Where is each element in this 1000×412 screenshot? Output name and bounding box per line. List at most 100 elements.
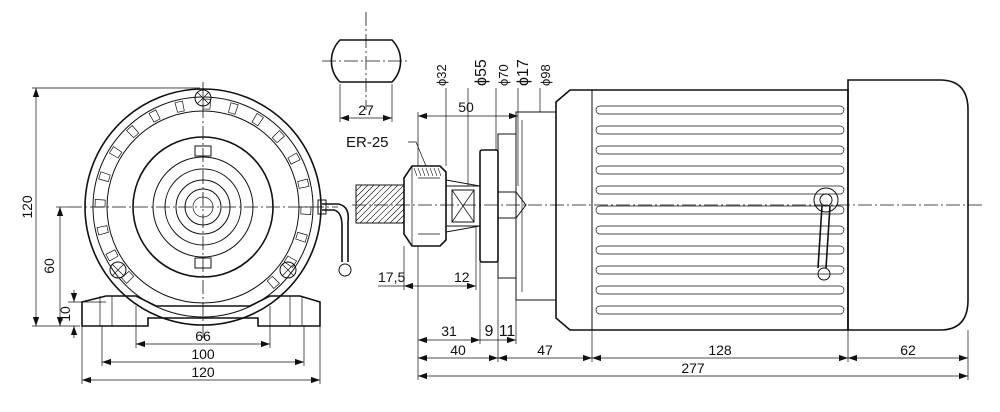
hatch-line — [355, 184, 375, 204]
fin-slot — [283, 255, 297, 268]
fin-slot — [109, 146, 123, 159]
fin-slot — [120, 270, 135, 284]
dim-length-row: 40 47 128 62 — [418, 330, 969, 380]
hatch-line — [383, 202, 405, 224]
side-view: ϕ32 ϕ55 ϕ70 ϕ17 ϕ98 ER-25 50 17,5 12 — [346, 59, 982, 380]
bearing-flange — [479, 149, 499, 263]
fin-slot — [105, 249, 119, 262]
body-fin — [595, 245, 845, 255]
fin-slot — [126, 124, 140, 139]
side-cable — [817, 205, 831, 269]
knurl-line — [429, 167, 434, 177]
mounting-screw-right — [279, 261, 297, 279]
hatch-line — [365, 184, 405, 224]
dim-foot-span-text: 100 — [191, 346, 215, 362]
dim-hole-spacing-text: 66 — [195, 328, 211, 344]
body-fin — [595, 165, 845, 175]
knurl-line — [413, 167, 418, 177]
knurl-line — [433, 167, 438, 177]
dim-foot-span: 100 — [101, 326, 305, 366]
power-cable — [322, 203, 350, 262]
diameter-17: ϕ17 — [515, 59, 532, 86]
dim-9-text: 9 — [485, 323, 494, 340]
flange-slot-top — [194, 145, 212, 157]
diameter-98: ϕ98 — [538, 64, 553, 86]
fin-slot — [251, 113, 264, 127]
motor-feet-base — [81, 295, 321, 327]
fin-slot — [96, 225, 109, 236]
diameter-70: ϕ70 — [496, 64, 511, 86]
collet-label: ER-25 — [346, 134, 389, 151]
fin-slot — [271, 130, 286, 144]
body-fin — [595, 125, 845, 135]
diameter-55: ϕ55 — [473, 59, 490, 86]
dim-40-text: 40 — [450, 342, 466, 358]
bearing-cap-circle — [152, 156, 254, 258]
fan-cover — [847, 79, 969, 331]
body-fin — [595, 105, 845, 115]
mounting-screw-top — [194, 89, 212, 107]
collet-leader: ER-25 — [346, 134, 427, 167]
dim-62-text: 62 — [900, 342, 916, 358]
fin-slot — [148, 109, 161, 123]
cable-entry — [813, 187, 839, 213]
hatch-line — [355, 184, 363, 192]
shaft-hole-circle — [192, 196, 214, 218]
dim-base-width: 120 — [81, 326, 321, 384]
dim-shaft-height: 60 — [41, 206, 68, 326]
dim-flat-width-text: 27 — [358, 102, 374, 118]
hatch-line — [377, 196, 405, 224]
bore-circle — [184, 188, 222, 226]
body-fin — [595, 205, 845, 215]
dim-11-text: 11 — [499, 323, 516, 340]
knurl-line — [417, 167, 422, 177]
side-cable-terminal — [817, 267, 831, 281]
body-fin — [595, 305, 845, 315]
hatch-line — [389, 208, 405, 224]
fin-slot — [287, 152, 301, 165]
fin-slot — [98, 171, 111, 183]
hatch-line — [395, 214, 405, 224]
tool-shank-hatch — [355, 184, 405, 224]
dim-overall-height-text: 120 — [19, 195, 35, 219]
hatch-line — [359, 184, 399, 224]
fin-slot — [94, 199, 106, 208]
body-fin — [595, 265, 845, 275]
end-shield-ring — [497, 133, 517, 279]
dim-nose-offset-text: 17,5 — [378, 269, 405, 285]
wrench-flat — [451, 189, 475, 223]
dim-31-text: 31 — [441, 323, 457, 339]
dim-shaft-height-text: 60 — [41, 258, 57, 274]
fin-slot — [227, 102, 239, 115]
fin-slot — [297, 178, 310, 189]
dim-flange-row: 31 9 11 — [417, 246, 517, 380]
diameter-32: ϕ32 — [434, 64, 449, 86]
body-fin — [595, 185, 845, 195]
flange-circle — [132, 136, 274, 278]
housing-rim-circle — [92, 96, 314, 318]
front-view: 120 60 10 66 100 120 — [19, 82, 352, 384]
collet-circle — [175, 179, 231, 235]
flange-slot-bottom — [194, 257, 212, 269]
fin-slot — [202, 98, 211, 110]
dim-base-width-text: 120 — [191, 364, 215, 380]
fin-slot — [295, 231, 308, 243]
fin-slot — [300, 206, 312, 215]
dim-hole-spacing: 66 — [135, 306, 271, 348]
shaft-taper — [498, 191, 527, 219]
dim-collet-length-text: 50 — [458, 99, 474, 115]
knurl-line — [421, 167, 426, 177]
shaft-section-view: 27 — [322, 12, 410, 122]
dim-total-length-text: 277 — [681, 360, 705, 376]
hatch-line — [355, 184, 393, 222]
collet-nut-circle — [164, 168, 242, 246]
shaft-flat-profile — [330, 39, 402, 83]
collet-nut — [403, 165, 447, 247]
fin-slot — [266, 275, 280, 290]
body-fin — [595, 285, 845, 295]
dim-foot-thickness-text: 10 — [57, 306, 73, 322]
fin-slot — [174, 100, 185, 113]
cable-ring-terminal — [338, 263, 352, 277]
hatch-line — [355, 184, 381, 210]
